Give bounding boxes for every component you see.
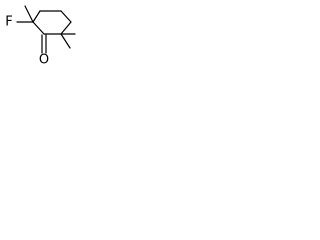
structure-diagram: F O xyxy=(0,0,81,70)
bond-c6-c1 xyxy=(32,10,41,23)
bond-c5-c6 xyxy=(32,21,45,35)
bond-c6-methyl xyxy=(24,5,34,23)
fluorine-label: F xyxy=(5,15,12,30)
oxygen-label: O xyxy=(39,53,49,68)
molecule-drawing: F O xyxy=(5,5,76,68)
bond-c3-c4 xyxy=(60,21,72,35)
bond-c4-methyl-b xyxy=(60,33,71,49)
bond-c2-c3 xyxy=(60,10,72,23)
